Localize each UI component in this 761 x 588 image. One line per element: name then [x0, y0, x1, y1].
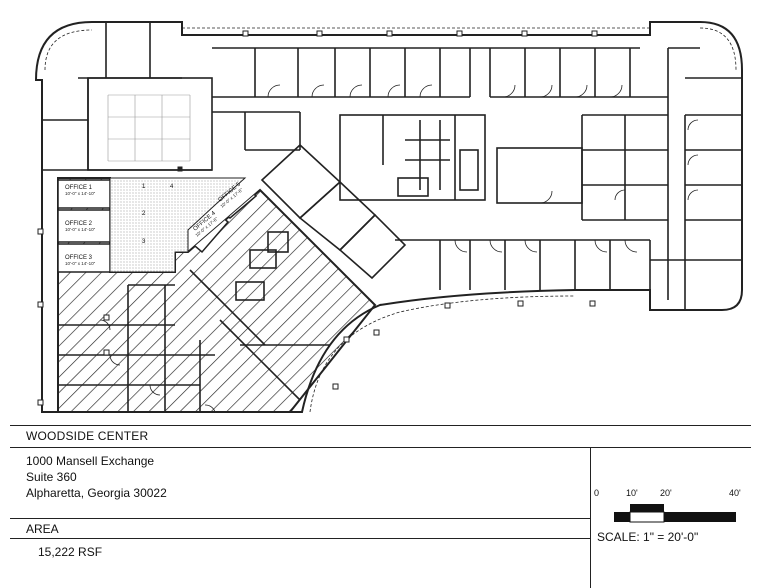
office-3-label: OFFICE 3 — [65, 255, 93, 261]
scale-tick-20: 20' — [660, 488, 672, 498]
title-block-rule-2 — [10, 447, 751, 448]
scale-segment-blank — [629, 511, 665, 523]
area-value: 15,222 RSF — [38, 545, 103, 559]
title-block-top-rule — [10, 425, 751, 426]
area-label: AREA — [26, 522, 59, 536]
scale-text: SCALE: 1" = 20'-0" — [597, 530, 699, 544]
scale-segment-1 — [614, 512, 630, 522]
workstation-1: 1 — [142, 184, 146, 190]
address-line-1: 1000 Mansell Exchange — [26, 454, 155, 468]
office-3-dims: 10'-0" x 14'-10" — [65, 261, 96, 266]
office-1-label: OFFICE 1 — [65, 185, 93, 191]
scale-divider — [590, 447, 591, 588]
scale-tick-10: 10' — [626, 488, 638, 498]
scale-tick-40: 40' — [729, 488, 741, 498]
scale-segment-3 — [664, 512, 736, 522]
workstation-4: 4 — [170, 184, 174, 190]
office-1-dims: 10'-0" x 14'-10" — [65, 191, 96, 196]
workstation-3: 3 — [142, 239, 146, 245]
floor-plan: OFFICE 1 10'-0" x 14'-10" OFFICE 2 10'-0… — [34, 21, 743, 413]
scale-segment-2 — [630, 504, 664, 514]
office-2-label: OFFICE 2 — [65, 221, 93, 227]
column-markers — [37, 30, 598, 406]
building-shell — [34, 21, 743, 413]
leased-suite-area — [57, 177, 377, 413]
project-name: WOODSIDE CENTER — [26, 429, 149, 443]
address-line-2: Suite 360 — [26, 470, 77, 484]
area-value-rule — [10, 538, 590, 539]
scale-bar — [614, 504, 736, 523]
door-swings — [99, 84, 699, 413]
area-rule — [10, 518, 590, 519]
workstation-2: 2 — [142, 211, 146, 217]
scale-tick-0: 0 — [594, 488, 600, 498]
interior-walls — [42, 22, 742, 310]
address-line-3: Alpharetta, Georgia 30022 — [26, 486, 167, 500]
office-2-dims: 10'-0" x 14'-10" — [65, 227, 96, 232]
